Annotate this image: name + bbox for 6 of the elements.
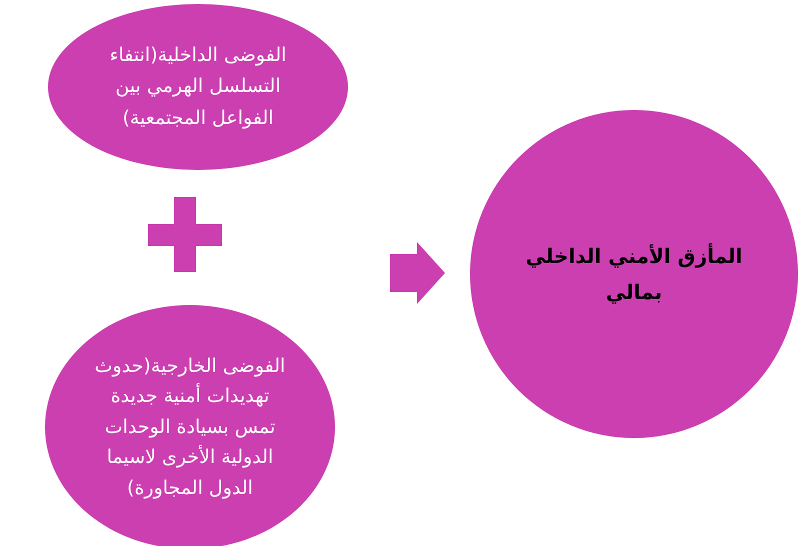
node-label: الفوضى الداخلية(انتفاء التسلسل الهرمي بين الفواعل المجتمعية) [108, 42, 288, 131]
circle-node [470, 110, 798, 438]
node-label: المأزق الأمني الداخلي بمالي [524, 242, 744, 306]
block-arrow [390, 242, 445, 304]
ellipse-node [48, 4, 348, 170]
node-label: الفوضى الخارجية(حدوث تهديدات أمنية جديدة تمس بسيادة الوحدات الدولية الأخرى لاسيما الدول المجاورة) [94, 354, 286, 501]
